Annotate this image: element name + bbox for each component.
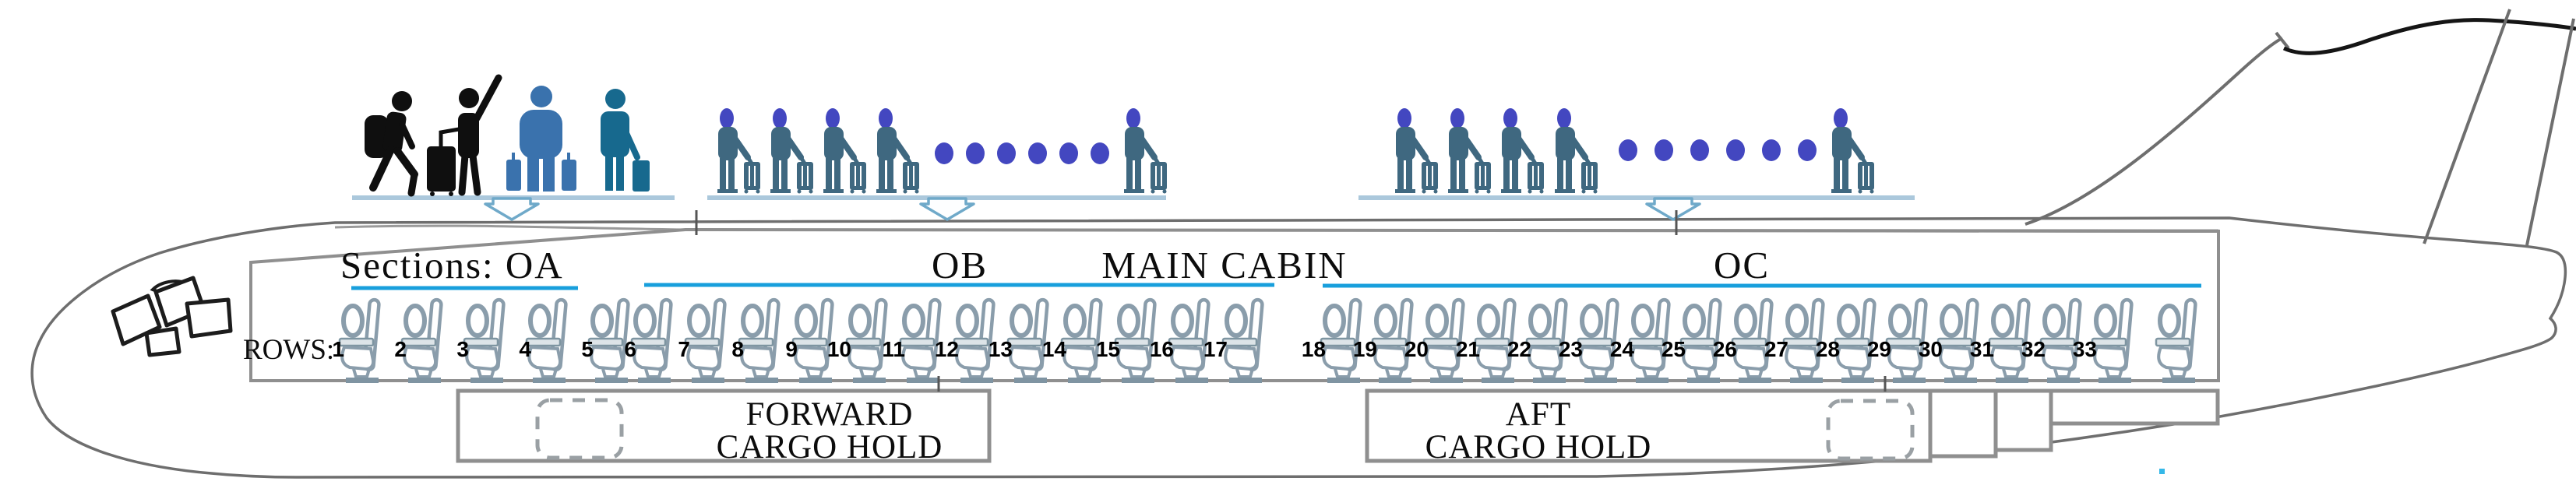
tail-fin [2025, 9, 2576, 246]
row-number: 2 [394, 337, 407, 361]
row-number: 24 [1610, 337, 1635, 361]
row-number: 21 [1456, 337, 1480, 361]
row-number: 27 [1764, 337, 1788, 361]
row-number: 20 [1404, 337, 1429, 361]
row-number: 6 [624, 337, 636, 361]
row-number: 13 [988, 337, 1013, 361]
row-number: 8 [731, 337, 744, 361]
row-number: 23 [1559, 337, 1583, 361]
section-ob-label: OB [932, 244, 988, 286]
row-number: 25 [1662, 337, 1686, 361]
rows-label: ROWS: [243, 334, 334, 366]
row-number: 1 [332, 337, 344, 361]
fuselage-outline [30, 216, 2567, 479]
row-number: 15 [1096, 337, 1120, 361]
cargo-holds [456, 388, 2220, 474]
row-number: 16 [1150, 337, 1174, 361]
row-number: 11 [882, 337, 905, 361]
row-number: 10 [827, 337, 851, 361]
forward-cargo-line1: FORWARD [746, 396, 914, 433]
cockpit-windows-icon [111, 276, 233, 357]
aft-cargo-line2: CARGO HOLD [1425, 429, 1652, 466]
row-number: 9 [785, 337, 798, 361]
row-number: 7 [678, 337, 690, 361]
row-number: 17 [1203, 337, 1228, 361]
row-number: 30 [1919, 337, 1943, 361]
row-number: 33 [2073, 337, 2097, 361]
row-number: 12 [935, 337, 959, 361]
door-arrows [484, 197, 1701, 221]
section-oc-label: OC [1714, 244, 1770, 286]
sections-oa-label: Sections: OA [340, 244, 564, 286]
row-number: 19 [1353, 337, 1377, 361]
labels: Sections: OA OB MAIN CABIN OC ROWS: FORW… [243, 244, 1770, 466]
row-number: 26 [1713, 337, 1737, 361]
row-number: 32 [2021, 337, 2046, 361]
row-number: 5 [581, 337, 594, 361]
row-number: 14 [1042, 337, 1067, 361]
row-number: 22 [1507, 337, 1531, 361]
seat-rows [338, 297, 2197, 383]
aft-cargo-line1: AFT [1506, 396, 1571, 433]
row-number: 29 [1867, 337, 1891, 361]
row-number: 28 [1816, 337, 1840, 361]
passenger-queues [352, 74, 1915, 200]
section-underlines [351, 283, 2201, 290]
main-cabin-label: MAIN CABIN [1101, 244, 1347, 286]
row-number: 31 [1970, 337, 1994, 361]
forward-cargo-line2: CARGO HOLD [717, 429, 943, 466]
row-number: 4 [519, 337, 531, 361]
row-number: 18 [1302, 337, 1326, 361]
door-frame-ticks [695, 210, 1887, 392]
row-number: 3 [456, 337, 469, 361]
